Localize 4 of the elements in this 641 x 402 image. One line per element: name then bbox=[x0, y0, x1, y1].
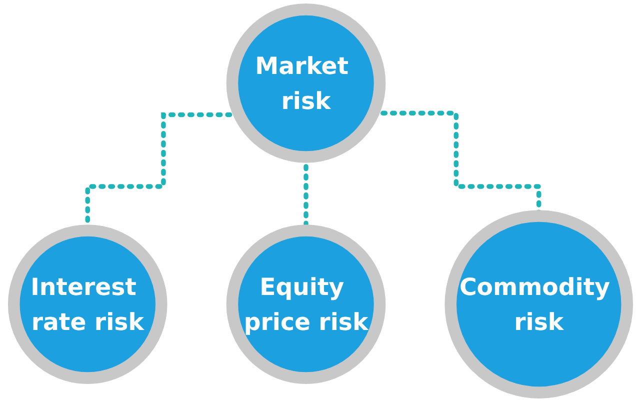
node-circle: Market risk bbox=[226, 4, 386, 163]
node-circle: Equity price risk bbox=[226, 224, 386, 384]
node-circle: Commodity risk bbox=[444, 210, 634, 398]
node-circle: Interest rate risk bbox=[8, 224, 168, 384]
